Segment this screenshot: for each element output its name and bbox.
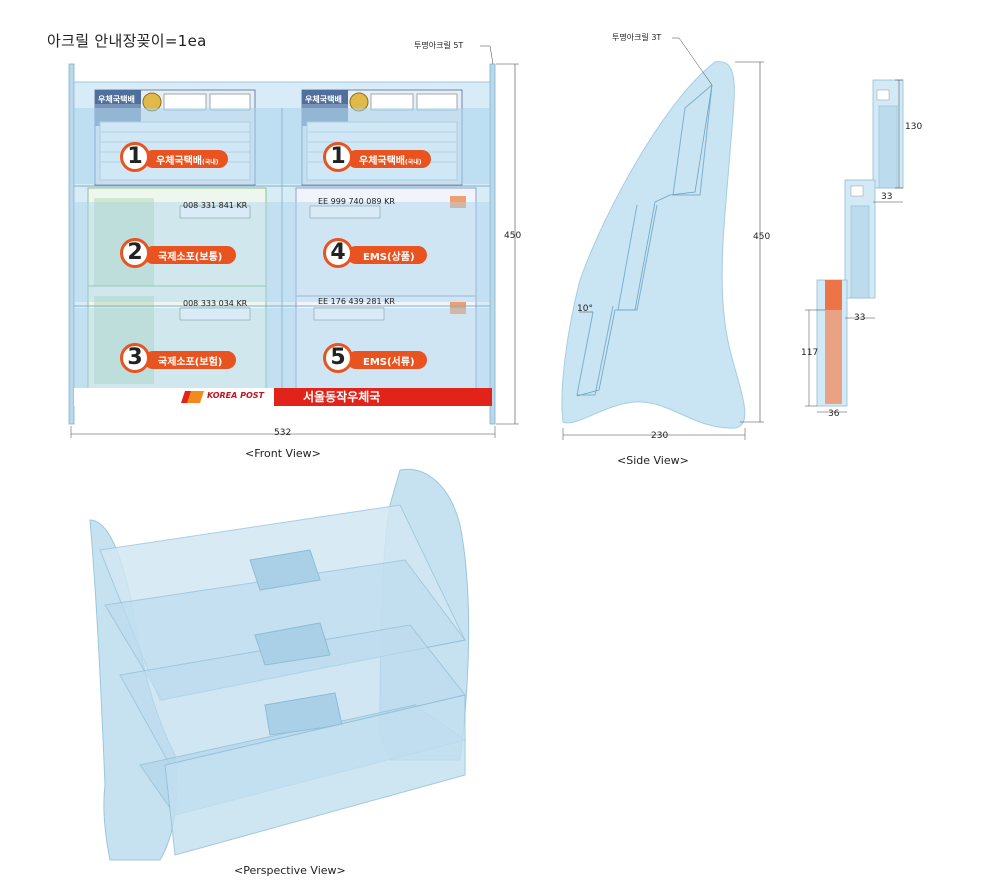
pocket-badge-2: 2 국제소포(보통) bbox=[120, 238, 238, 272]
badge-number: 4 bbox=[323, 238, 353, 268]
front-height-dim: 450 bbox=[504, 231, 522, 241]
badge-number: 2 bbox=[120, 238, 150, 268]
side-view-drawing bbox=[561, 37, 764, 440]
side-angle-dim: 10° bbox=[577, 304, 593, 314]
side-width-dim: 230 bbox=[651, 431, 669, 441]
detail-dim-33a: 33 bbox=[881, 192, 893, 202]
pocket-badge-4: 4 EMS(상품) bbox=[323, 238, 433, 272]
front-width-dim: 532 bbox=[274, 428, 292, 438]
badge-label: 우체국택배 bbox=[156, 156, 202, 167]
detail-dim-33b: 33 bbox=[854, 313, 866, 323]
front-view-caption: <Front View> bbox=[245, 447, 321, 460]
footer-office-name: 서울동작우체국 bbox=[303, 390, 381, 404]
low-left-form-card bbox=[87, 285, 267, 391]
side-view-caption: <Side View> bbox=[617, 454, 689, 467]
badge-label: 우체국택배 bbox=[359, 156, 405, 167]
front-right-side-panel bbox=[489, 63, 496, 425]
badge-number: 5 bbox=[323, 343, 353, 373]
badge-label: EMS(서류) bbox=[363, 357, 415, 368]
detail-dim-117: 117 bbox=[801, 348, 819, 358]
side-material-label: 투명아크릴 3T bbox=[612, 33, 662, 42]
badge-label: 국제소포(보통) bbox=[158, 252, 223, 263]
mid-left-form-card bbox=[87, 187, 267, 299]
barcode-2: 008 333 034 KR bbox=[183, 299, 248, 308]
pocket-badge-5: 5 EMS(서류) bbox=[323, 343, 433, 377]
drawing-title: 아크릴 안내장꽂이=1ea bbox=[47, 32, 207, 50]
barcode-3: EE 999 740 089 KR bbox=[318, 197, 395, 206]
pocket-badge-1a: 1 우체국택배(국내) bbox=[120, 142, 230, 176]
low-right-form-card bbox=[295, 295, 477, 393]
badge-sub: (국내) bbox=[405, 159, 422, 166]
badge-number: 1 bbox=[323, 142, 353, 172]
orange-insert-top bbox=[825, 280, 842, 310]
barcode-4: EE 176 439 281 KR bbox=[318, 297, 395, 306]
side-height-dim: 450 bbox=[753, 232, 771, 242]
pocket-badge-3: 3 국제소포(보험) bbox=[120, 343, 238, 377]
detail-dim-36: 36 bbox=[828, 409, 840, 419]
pocket-badge-1b: 1 우체국택배(국내) bbox=[323, 142, 433, 176]
form-header-right: 우체국택배 bbox=[305, 95, 342, 104]
orange-insert-bottom bbox=[825, 310, 842, 404]
badge-number: 3 bbox=[120, 343, 150, 373]
footer-red-band bbox=[274, 388, 492, 406]
front-left-side-panel bbox=[68, 63, 75, 425]
korea-post-logo-text: KOREA POST bbox=[207, 391, 264, 400]
perspective-view-caption: <Perspective View> bbox=[234, 864, 346, 877]
perspective-view-drawing bbox=[89, 468, 470, 861]
badge-label: EMS(상품) bbox=[363, 252, 415, 263]
form-header-left: 우체국택배 bbox=[98, 95, 135, 104]
badge-label: 국제소포(보험) bbox=[158, 357, 223, 368]
front-material-label: 투명아크릴 5T bbox=[414, 41, 464, 50]
barcode-1: 008 331 841 KR bbox=[183, 201, 248, 210]
pocket-detail-drawing bbox=[805, 79, 904, 413]
side-panel-shape bbox=[561, 61, 746, 429]
badge-sub: (국내) bbox=[202, 159, 219, 166]
detail-dim-130: 130 bbox=[905, 122, 923, 132]
badge-number: 1 bbox=[120, 142, 150, 172]
